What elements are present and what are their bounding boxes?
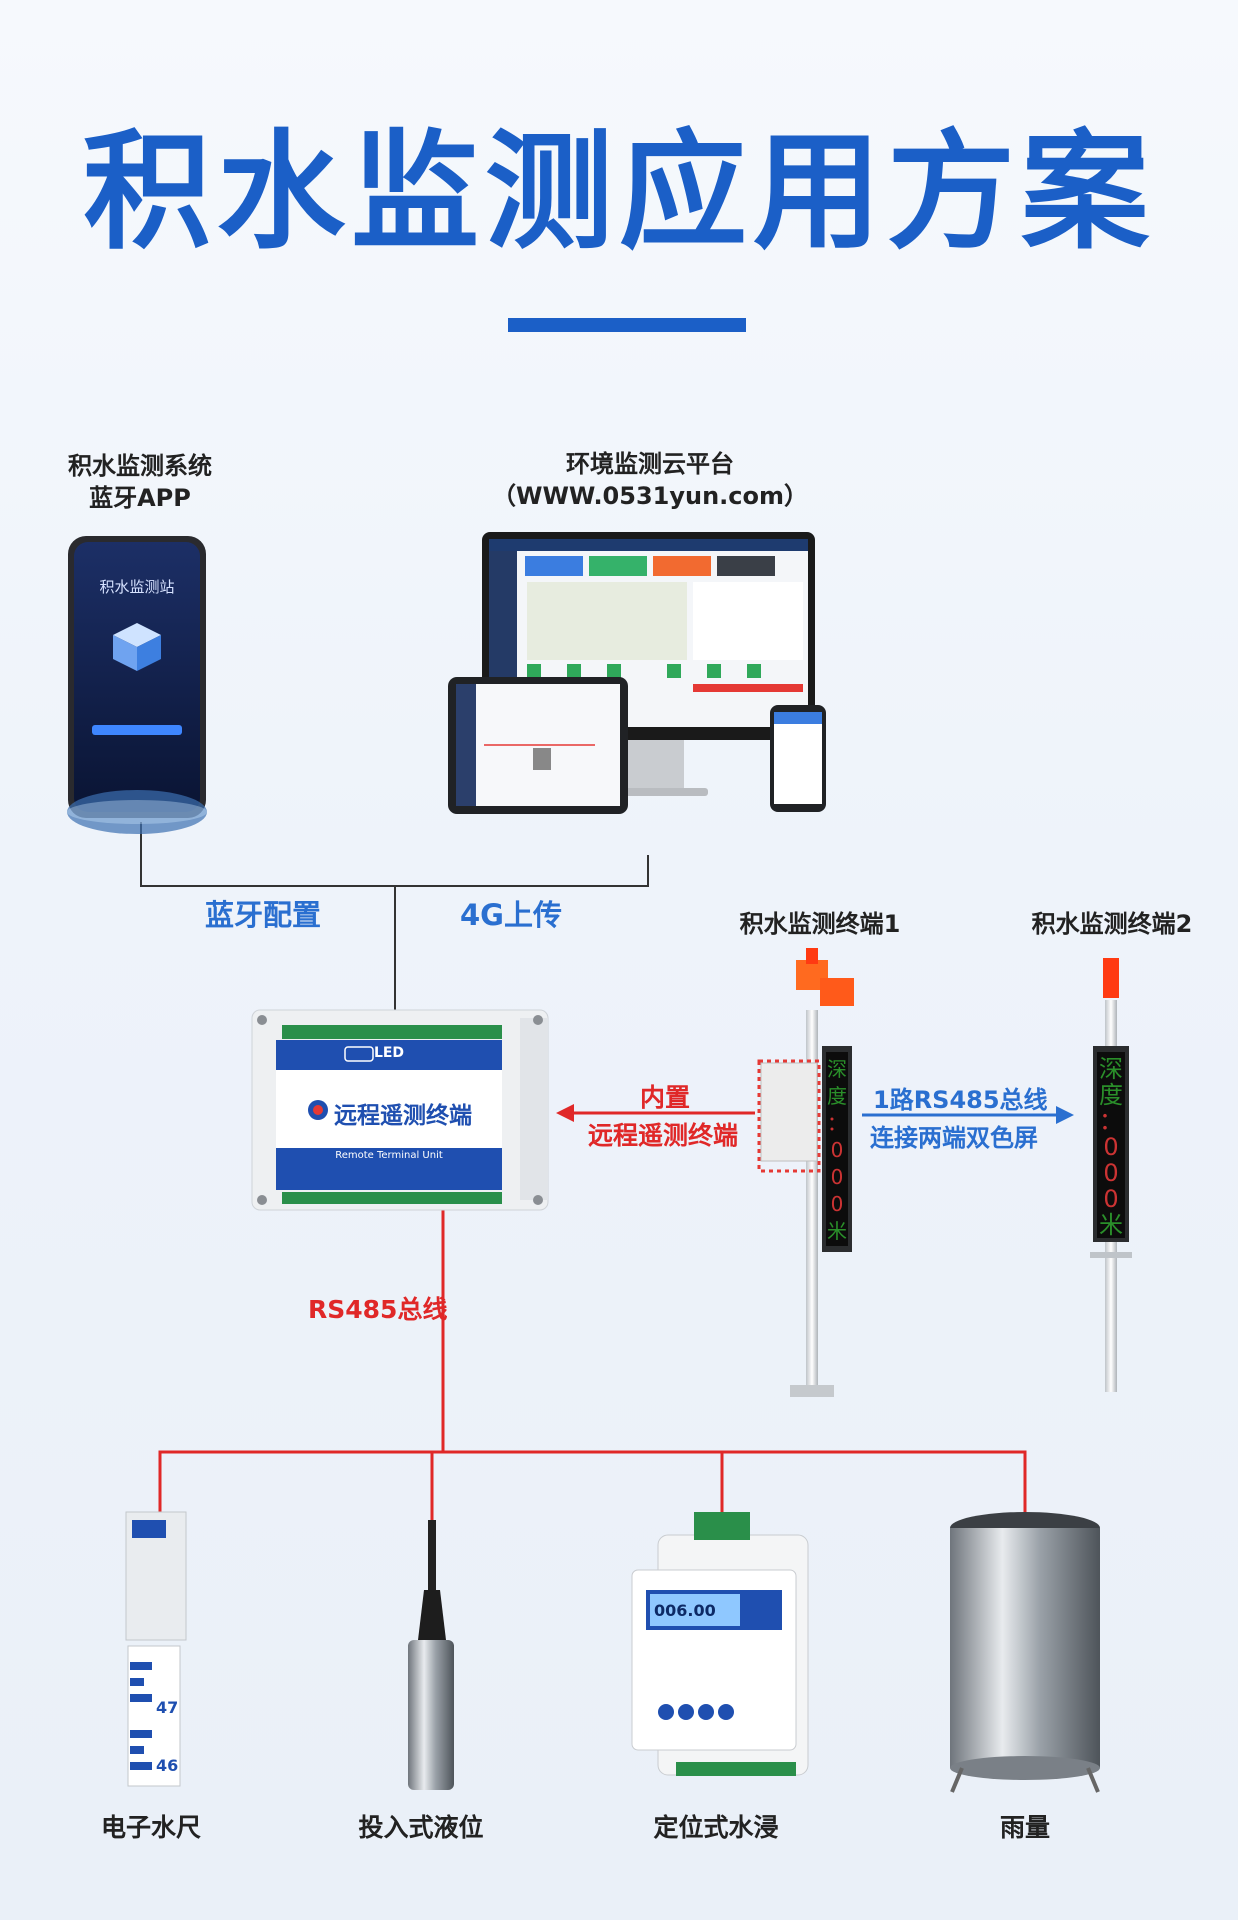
cloud-label-line2: （WWW.0531yun.com）: [491, 482, 809, 510]
sensor-label-rain: 雨量: [999, 1813, 1050, 1842]
cloud-label-line1: 环境监测云平台: [566, 450, 734, 478]
screen-char: 0: [830, 1138, 844, 1162]
app-label-line2: 蓝牙APP: [89, 484, 191, 512]
upload-4g-label: 4G上传: [460, 898, 562, 932]
screen-char: 米: [1099, 1211, 1123, 1239]
sensor-label-level: 投入式液位: [358, 1813, 484, 1842]
screen-char: ：: [827, 1111, 847, 1135]
screen-char: 0: [1103, 1159, 1119, 1187]
title-underline: [508, 318, 746, 332]
terminal-1-screen: 深 度 ： 0 0 0 米: [826, 1056, 848, 1245]
uplink-lines: [140, 822, 649, 1025]
ruler-mark-46: 46: [156, 1756, 179, 1775]
ruler-mark-47: 47: [156, 1698, 179, 1717]
cloud-label: 环境监测云平台 （WWW.0531yun.com）: [470, 448, 830, 512]
small-phone-device: [770, 705, 826, 812]
terminal-1-device: [757, 948, 854, 1397]
screen-char: 0: [1103, 1185, 1119, 1213]
screen-char: 0: [830, 1165, 844, 1189]
phone-device: [67, 536, 207, 834]
rtu-sub-text: Remote Terminal Unit: [335, 1150, 443, 1161]
water-ruler-device: [125, 1511, 187, 1787]
screen-char: 度: [827, 1084, 847, 1108]
screen-char: 米: [827, 1219, 847, 1243]
builtin-label-line2: 远程遥测终端: [588, 1121, 739, 1150]
terminal-2-screen: 深 度 ： 0 0 0 米: [1097, 1056, 1125, 1238]
terminal-2-label: 积水监测终端2: [1031, 910, 1193, 938]
station-icon: [113, 623, 161, 671]
rtu-led-text: LED: [373, 1045, 405, 1061]
builtin-arrow: [556, 1104, 755, 1122]
rs485-bus-label: RS485总线: [308, 1295, 448, 1324]
dual-label-line1: 1路RS485总线: [873, 1086, 1048, 1114]
dual-label-line2: 连接两端双色屏: [870, 1124, 1038, 1152]
terminal-2-device: [1090, 958, 1132, 1392]
screen-char: 0: [1103, 1133, 1119, 1161]
immersion-display-value: 006.00: [654, 1601, 716, 1620]
sensor-label-immersion: 定位式水浸: [653, 1813, 779, 1842]
sensor-label-ruler: 电子水尺: [100, 1813, 201, 1842]
page-title: 积水监测应用方案: [82, 118, 1155, 267]
screen-char: 0: [830, 1192, 844, 1216]
rtu-device: [251, 1009, 549, 1211]
rain-gauge-device: [950, 1512, 1100, 1793]
level-probe-device: [408, 1520, 454, 1790]
screen-char: 深: [1099, 1055, 1123, 1083]
builtin-label-line1: 内置: [640, 1083, 691, 1112]
app-label-line1: 积水监测系统: [68, 452, 212, 480]
dual-screen-arrow: [862, 1106, 1074, 1124]
phone-screen-text: 积水监测站: [99, 578, 175, 596]
rtu-brand-text: 远程遥测终端: [334, 1103, 472, 1129]
immersion-sensor-device: [631, 1512, 809, 1776]
screen-char: 深: [827, 1057, 847, 1081]
bluetooth-config-label: 蓝牙配置: [205, 898, 322, 932]
screen-char: ：: [1099, 1107, 1123, 1135]
rs485-bus-lines: [158, 1196, 1027, 1520]
screen-char: 度: [1099, 1081, 1123, 1109]
tablet-device: [448, 677, 628, 814]
app-label: 积水监测系统 蓝牙APP: [40, 450, 240, 514]
terminal-1-label: 积水监测终端1: [739, 910, 901, 938]
